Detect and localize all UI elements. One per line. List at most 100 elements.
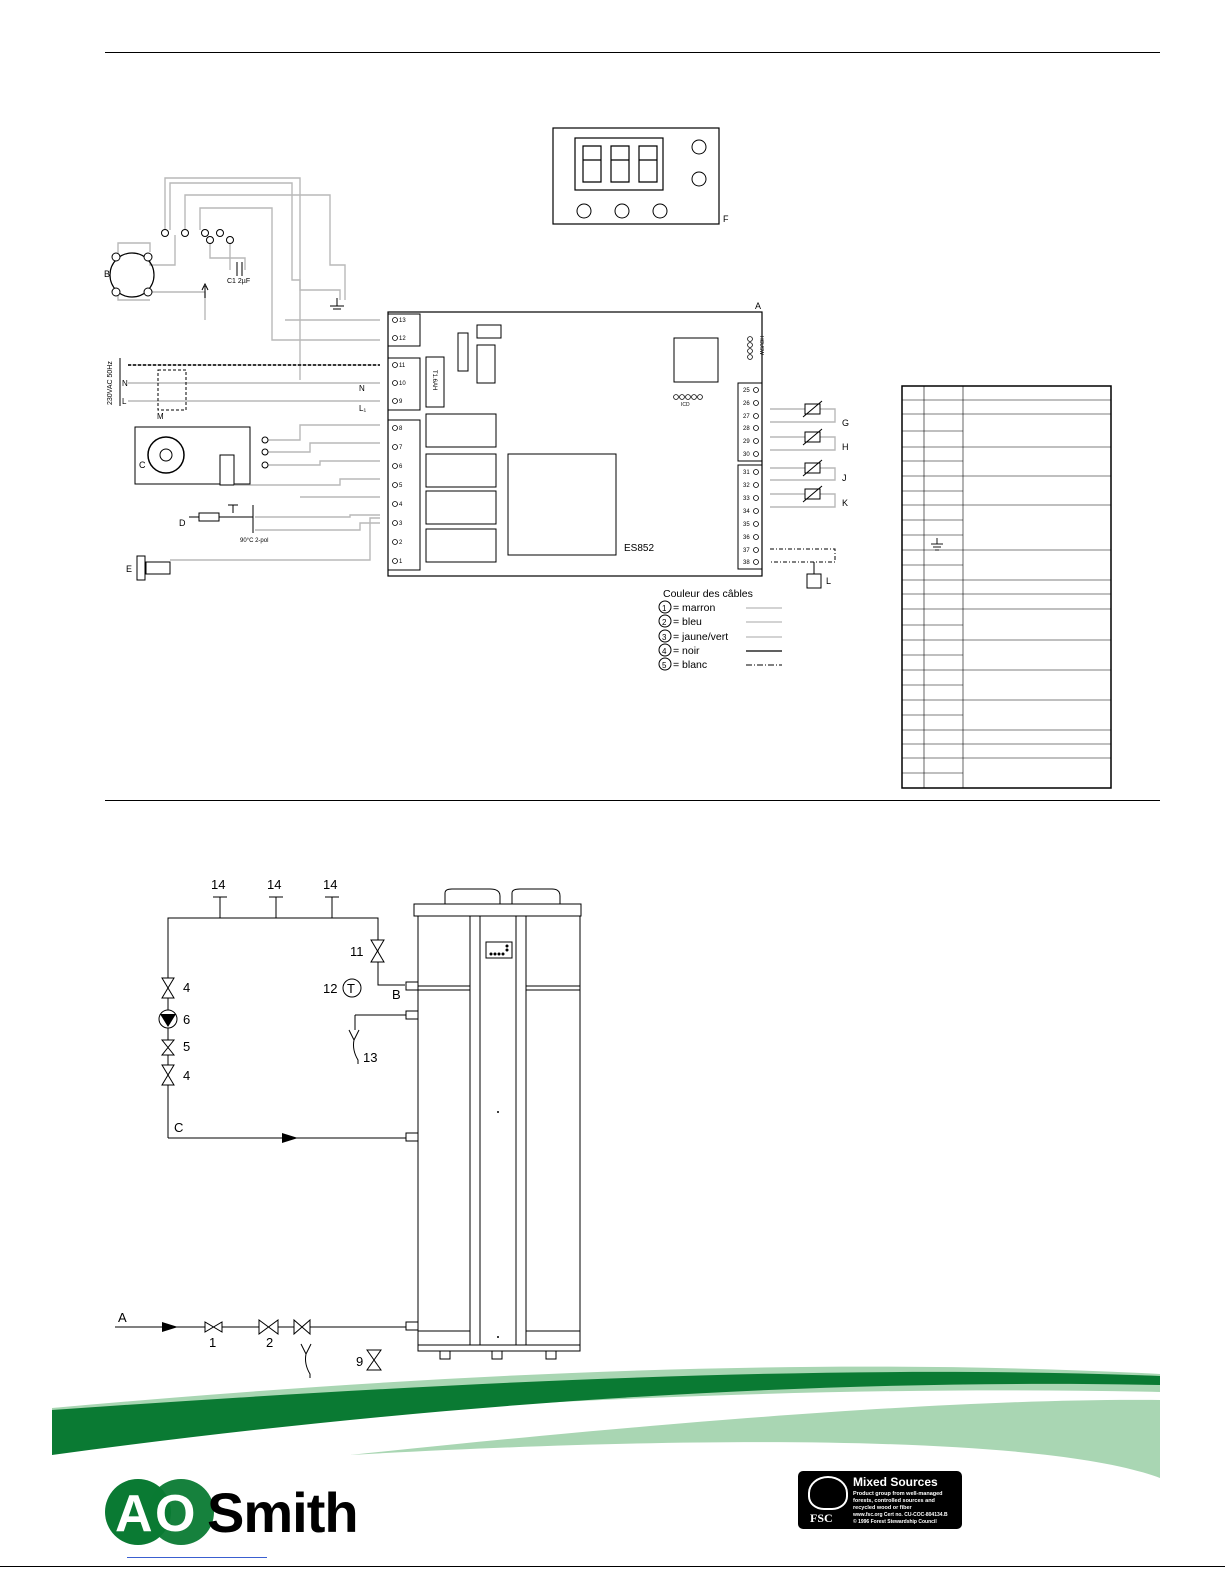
label-c: C	[139, 460, 146, 470]
bottom-link-underline[interactable]	[127, 1557, 267, 1558]
svg-text:25: 25	[743, 388, 750, 394]
svg-text:6: 6	[183, 1012, 190, 1027]
power-supply: 230VAC 50Hz N L N L₁ M	[107, 358, 366, 421]
fsc-line-5: © 1996 Forest Stewardship Council	[853, 1519, 937, 1525]
svg-text:Couleur des câbles: Couleur des câbles	[663, 588, 753, 600]
seven-segment-display	[574, 137, 664, 191]
svg-text:= bleu: = bleu	[673, 616, 702, 628]
svg-text:9: 9	[356, 1354, 363, 1369]
svg-text:A: A	[118, 1310, 127, 1325]
svg-text:31: 31	[743, 470, 750, 476]
plumbing-valves	[160, 939, 385, 1371]
display-button-5	[652, 203, 668, 219]
svg-text:1: 1	[209, 1335, 216, 1350]
right-terminal-block: 25 26 27 28 29 30 31 32 33 34 35 36 37 3…	[743, 387, 759, 566]
fsc-badge: FSC Mixed Sources Product group from wel…	[798, 1471, 962, 1529]
label-g: G	[842, 418, 849, 428]
middle-rule	[105, 800, 1160, 801]
drain-funnel-icons	[300, 1029, 360, 1378]
svg-text:11: 11	[399, 363, 406, 369]
svg-text:5: 5	[183, 1039, 190, 1054]
svg-text:30: 30	[743, 452, 750, 458]
heating-element-e: E	[126, 555, 171, 581]
top-rule	[105, 52, 1160, 53]
svg-text:1: 1	[399, 559, 403, 565]
label-e: E	[126, 564, 132, 574]
safety-thermostat-d: D 90°C 2-pol	[179, 504, 268, 544]
bottom-rule	[0, 1566, 1225, 1567]
board-name: ES852	[624, 543, 654, 554]
fsc-tree-icon	[808, 1476, 848, 1510]
svg-text:35: 35	[743, 522, 750, 528]
fsc-line-3: recycled wood or fiber	[853, 1505, 912, 1511]
svg-text:4: 4	[183, 980, 190, 995]
svg-text:90°C 2-pol: 90°C 2-pol	[240, 538, 268, 544]
label-d: D	[179, 518, 186, 528]
svg-text:2: 2	[399, 540, 403, 546]
svg-text:26: 26	[743, 401, 750, 407]
svg-text:32: 32	[743, 483, 750, 489]
unit-display-dots	[489, 944, 509, 1338]
svg-text:8: 8	[399, 426, 403, 432]
pipe-flow-arrows	[162, 1133, 298, 1332]
svg-text:4: 4	[183, 1068, 190, 1083]
svg-text:L₁: L₁	[359, 404, 366, 413]
svg-text:L: L	[122, 397, 127, 406]
display-button-1	[691, 139, 707, 155]
fsc-line-2: forests, controlled sources and	[853, 1498, 935, 1504]
label-k: K	[842, 498, 848, 508]
remote-contact-l	[770, 548, 836, 589]
svg-text:12: 12	[399, 336, 406, 342]
svg-text:13: 13	[363, 1050, 377, 1065]
supply-voltage-label: 230VAC 50Hz	[107, 361, 114, 405]
svg-text:C: C	[174, 1120, 183, 1135]
terminal-table	[901, 385, 1112, 789]
svg-text:= jaune/vert: = jaune/vert	[673, 631, 728, 643]
svg-text:= blanc: = blanc	[673, 659, 707, 671]
svg-text:5: 5	[399, 483, 403, 489]
svg-text:34: 34	[743, 509, 750, 515]
plumbing-labels: 14 14 14 11 12 13 4 6 5 4 1 2 9 A B C	[118, 877, 401, 1369]
temperature-sensors	[802, 400, 823, 503]
svg-text:3: 3	[399, 521, 403, 527]
label-m: M	[157, 412, 164, 421]
fsc-line-1: Product group from well-managed	[853, 1491, 943, 1497]
svg-text:N: N	[122, 379, 128, 388]
svg-text:29: 29	[743, 439, 750, 445]
brand-letter-o: O	[155, 1485, 196, 1543]
display-panel: F	[552, 127, 729, 225]
svg-text:= marron: = marron	[673, 602, 715, 614]
svg-text:12: 12	[323, 981, 337, 996]
svg-text:14: 14	[267, 877, 281, 892]
svg-text:C1 2µF: C1 2µF	[227, 278, 250, 285]
pump-motor-b: B	[104, 252, 155, 298]
svg-text:T1.6AH: T1.6AH	[431, 370, 437, 390]
fsc-mark: FSC	[810, 1511, 833, 1525]
svg-text:2: 2	[662, 618, 667, 627]
svg-text:28: 28	[743, 426, 750, 432]
ground-icon	[330, 298, 344, 310]
label-h: H	[842, 442, 849, 452]
display-button-4	[614, 203, 630, 219]
logo-circle-o	[148, 1479, 214, 1545]
label-j: J	[842, 473, 847, 483]
svg-text:4: 4	[399, 502, 403, 508]
left-terminal-block: 13 12 11 10 9 8 7 6 5 4 3 2 1	[392, 317, 406, 565]
svg-text:5: 5	[662, 661, 667, 670]
svg-text:9: 9	[399, 399, 403, 405]
brand-letter-a: A	[115, 1485, 153, 1543]
svg-text:27: 27	[743, 414, 750, 420]
svg-text:T: T	[347, 981, 355, 996]
capacitor: C1 2µF	[227, 262, 250, 285]
brand-name: Smith	[207, 1481, 359, 1544]
fsc-title: Mixed Sources	[853, 1475, 938, 1489]
svg-text:6: 6	[399, 464, 403, 470]
svg-text:7: 7	[399, 445, 403, 451]
wiring-diagram: F	[104, 127, 1112, 789]
svg-text:= noir: = noir	[673, 645, 700, 657]
thermometer-icon: T	[342, 978, 362, 998]
svg-text:38: 38	[743, 560, 750, 566]
cable-color-legend: Couleur des câbles 1 = marron 2 = bleu 3…	[658, 588, 782, 671]
svg-text:37: 37	[743, 548, 750, 554]
svg-text:3: 3	[662, 633, 667, 642]
